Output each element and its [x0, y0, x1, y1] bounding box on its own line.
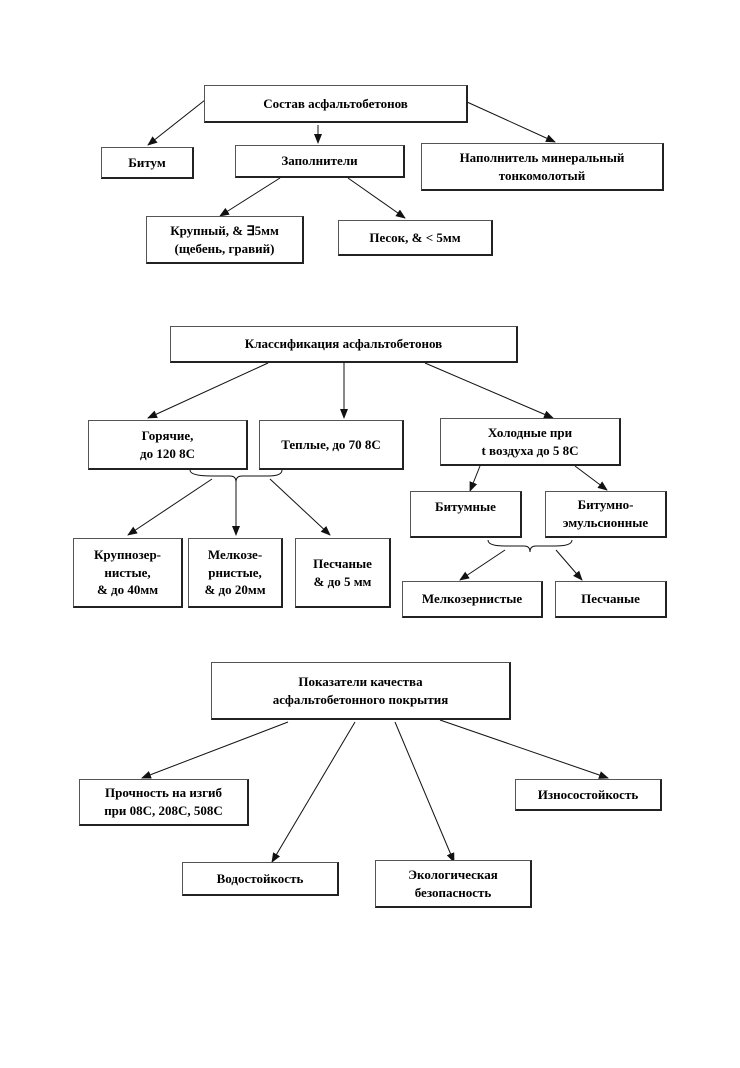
mineral-filler-box: Наполнитель минеральный тонкомолотый — [421, 143, 664, 191]
strength-label: Прочность на изгиб при 08С, 208С, 508С — [104, 785, 223, 818]
hot-label: Горячие, до 120 8С — [140, 427, 195, 461]
arrow-to-bitumen-emulsion — [574, 465, 608, 491]
sandy-label: Песчаные & до 5 мм — [313, 555, 372, 589]
bitumen-box: Битум — [101, 147, 194, 179]
arrow-to-sand — [347, 177, 406, 219]
arrow-to-bituminous — [469, 465, 481, 492]
eco-label: Экологическая безопасность — [408, 866, 498, 900]
classification-title: Классификация асфальтобетонов — [244, 336, 443, 352]
arrow-to-coarse — [219, 177, 281, 217]
warm-label: Теплые, до 70 8С — [281, 436, 381, 452]
fine-grain-cold-box: Мелкозернистые — [402, 581, 543, 618]
quality-title-box: Показатели качества асфальтобетонного по… — [211, 662, 511, 720]
arrow-to-mineral-filler — [466, 101, 556, 143]
coarse-grain-label: Крупнозер- нистые, & до 40мм — [93, 547, 162, 598]
bituminous-box: Битумные — [410, 491, 522, 538]
classification-title-box: Классификация асфальтобетонов — [170, 326, 518, 363]
wear-label: Износостойкость — [537, 786, 639, 802]
coarse-aggregate-label: Крупный, & ∃5мм (щебень, гравий) — [170, 222, 279, 256]
mineral-filler-label: Наполнитель минеральный тонкомолотый — [459, 149, 625, 183]
composition-title: Состав асфальтобетонов — [263, 95, 408, 111]
bituminous-label: Битумные — [435, 499, 496, 514]
brace-hot-warm — [189, 469, 283, 483]
arrow-to-wear — [439, 719, 609, 779]
fillers-box: Заполнители — [235, 145, 405, 178]
coarse-grain-box: Крупнозер- нистые, & до 40мм — [73, 538, 183, 608]
eco-box: Экологическая безопасность — [375, 860, 532, 908]
cold-box: Холодные при t воздуха до 5 8С — [440, 418, 621, 466]
water-label: Водостойкость — [216, 870, 304, 886]
arrow-to-eco — [394, 721, 455, 863]
bitumen-emulsion-label: Битумно- эмульсионные — [562, 497, 649, 530]
arrow-to-sandy — [269, 478, 331, 536]
fine-grain-box: Мелкозе- рнистые, & до 20мм — [188, 538, 283, 608]
hot-box: Горячие, до 120 8С — [88, 420, 248, 470]
wear-box: Износостойкость — [515, 779, 662, 811]
arrow-to-fine-grain-cold — [459, 549, 506, 581]
arrow-to-bitumen — [147, 99, 206, 146]
brace-bituminous-emulsion — [487, 539, 573, 553]
water-box: Водостойкость — [182, 862, 339, 896]
sand-box: Песок, & < 5мм — [338, 220, 493, 256]
cold-label: Холодные при t воздуха до 5 8С — [481, 424, 579, 458]
fillers-label: Заполнители — [281, 153, 358, 169]
composition-title-box: Состав асфальтобетонов — [204, 85, 468, 123]
arrow-to-water — [271, 721, 356, 863]
coarse-aggregate-box: Крупный, & ∃5мм (щебень, гравий) — [146, 216, 304, 264]
sandy-box: Песчаные & до 5 мм — [295, 538, 391, 608]
sandy-cold-box: Песчаные — [555, 581, 667, 618]
arrow-to-coarse-grain — [127, 478, 213, 536]
fine-grain-label: Мелкозе- рнистые, & до 20мм — [204, 547, 266, 598]
arrow-to-strength — [141, 721, 289, 779]
quality-title: Показатели качества асфальтобетонного по… — [272, 673, 449, 707]
sand-label: Песок, & < 5мм — [369, 229, 461, 245]
warm-box: Теплые, до 70 8С — [259, 420, 404, 470]
fine-grain-cold-label: Мелкозернистые — [421, 591, 523, 607]
strength-box: Прочность на изгиб при 08С, 208С, 508С — [79, 779, 249, 826]
arrow-to-hot — [147, 362, 269, 419]
arrow-to-sandy-cold — [555, 549, 583, 581]
bitumen-emulsion-box: Битумно- эмульсионные — [545, 491, 667, 538]
arrow-to-cold — [424, 362, 554, 419]
sandy-cold-label: Песчаные — [581, 591, 640, 607]
bitumen-label: Битум — [128, 154, 166, 170]
